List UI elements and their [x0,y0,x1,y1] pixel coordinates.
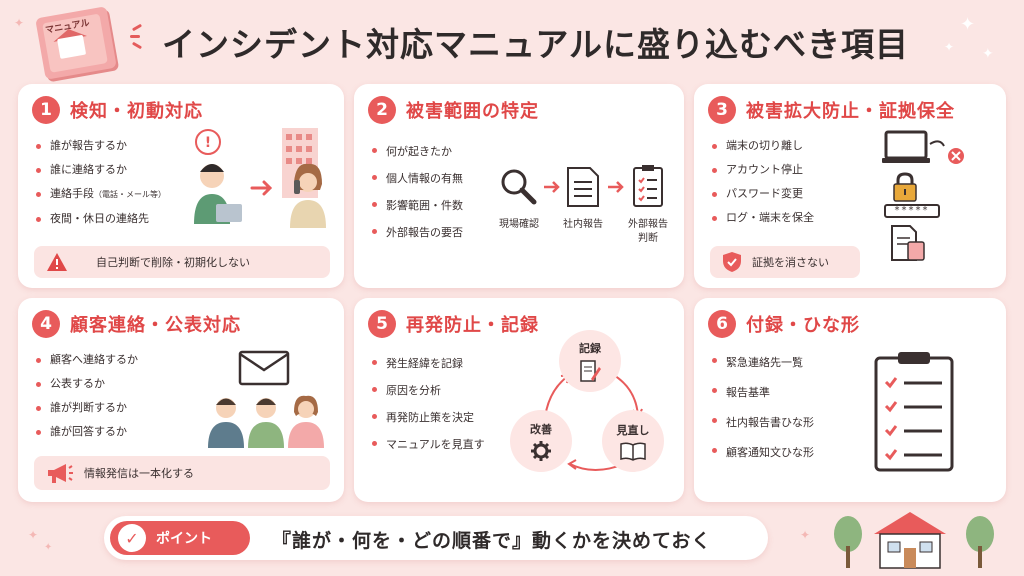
list-item: 社内報告書ひな形 [710,408,814,438]
list-item: 夜間・休日の連絡先 [34,207,166,231]
sparkle-icon: ✦ [982,46,994,62]
section-title: 検知・初動対応 [70,101,203,122]
warning-note: 自己判断で削除・初期化しない [34,246,330,278]
card-damage-scope: 2 被害範囲の特定 何が起きたか 個人情報の有無 影響範囲・件数 外部報告の要否… [354,84,684,288]
note-text: 自己判断で削除・初期化しない [96,256,250,269]
check-icon: ✓ [118,524,146,552]
list-item: 発生経緯を記録 [370,350,485,377]
section-title: 付録・ひな形 [746,315,860,336]
list-item: 報告基準 [710,378,814,408]
list-item: ログ・端末を保全 [710,206,814,230]
sparkle-icon: ✦ [28,528,39,542]
gear-icon [531,440,551,461]
sparkle-icon: ✦ [944,40,955,54]
list-item: 緊急連絡先一覧 [710,348,814,378]
cycle-node-review: 見直し [602,410,664,472]
open-book-icon [620,441,646,461]
section-number: 6 [708,310,736,338]
header: マニュアル インシデント対応マニュアルに盛り込むべき項目 ✦ ✦ ✦ ✦ [0,0,1024,82]
list-item: 個人情報の有無 [370,165,463,192]
section-title: 顧客連絡・公表対応 [70,315,241,336]
house-trees-illustration [834,512,994,569]
arrow-right-icon [544,181,560,193]
section-title: 被害拡大防止・証拠保全 [746,101,955,122]
list-item: 誰が判断するか [34,396,138,420]
list-item: 再発防止策を決定 [370,404,485,431]
page-title: インシデント対応マニュアルに盛り込むべき項目 [162,25,910,64]
manual-book-icon: マニュアル [35,6,117,80]
list-item: 顧客通知文ひな形 [710,438,814,468]
cycle-node-record: 記録 [559,330,621,392]
list-item: 影響範囲・件数 [370,192,463,219]
list-item: パスワード変更 [710,182,814,206]
note-text: 情報発信は一本化する [84,467,194,480]
section-number: 2 [368,96,396,124]
list-item: 誰が回答するか [34,420,138,444]
flow-label: 社内報告 [563,219,603,230]
list-item: 誰に連絡するか [34,158,166,182]
list-item: マニュアルを見直す [370,431,485,458]
warning-icon [47,253,67,271]
envelope-icon [238,350,290,386]
list-item: 公表するか [34,372,138,396]
sparkle-icon: ✦ [14,16,25,30]
pencil-document-icon [580,359,601,382]
flow-label: 外部報告判断 [628,219,668,244]
section-number: 4 [32,310,60,338]
list-item: 顧客へ連絡するか [34,348,138,372]
magnifier-icon [501,169,537,205]
card-prevention: 5 再発防止・記録 発生経緯を記録 原因を分析 再発防止策を決定 マニュアルを見… [354,298,684,502]
section-number: 5 [368,310,396,338]
section-title: 再発防止・記録 [406,315,539,336]
list-item: アカウント停止 [710,158,814,182]
sparkle-icon: ✦ [960,14,976,35]
flow-label: 現場確認 [499,219,539,230]
card-containment: 3 被害拡大防止・証拠保全 端末の切り離し アカウント停止 パスワード変更 ログ… [694,84,1006,288]
section-title: 被害範囲の特定 [406,101,539,122]
sparkle-icon [128,22,148,52]
cycle-node-improve: 改善 [510,410,572,472]
reporting-person-illustration: ! [194,128,326,228]
evidence-note: 証拠を消さない [710,246,860,278]
card-detection: 1 検知・初動対応 誰が報告するか 誰に連絡するか 連絡手段（電話・メール等） … [18,84,344,288]
list-item: 端末の切り離し [710,134,814,158]
info-note: 情報発信は一本化する [34,456,330,490]
point-text: 『誰が・何を・どの順番で』動くかを決めておく [272,530,712,552]
log-document-icon [891,225,925,261]
list-item: 原因を分析 [370,377,485,404]
card-appendix: 6 付録・ひな形 緊急連絡先一覧 報告基準 社内報告書ひな形 顧客通知文ひな形 [694,298,1006,502]
checklist-icon [633,165,663,207]
team-people-icon [208,395,324,448]
svg-text:!: ! [205,135,211,151]
list-item: 誰が報告するか [34,134,166,158]
arrow-right-icon [608,181,624,193]
card-customer-contact: 4 顧客連絡・公表対応 顧客へ連絡するか 公表するか 誰が判断するか 誰が回答す… [18,298,344,502]
password-field-icon: ***** [884,204,940,218]
sparkle-icon: ✦ [44,542,53,553]
section-number: 3 [708,96,736,124]
point-badge: ✓ ポイント [110,521,250,555]
laptop-disconnect-icon [882,130,964,164]
sparkle-icon: ✦ [800,528,811,542]
clipboard-checklist-icon [874,352,954,472]
list-item: 連絡手段（電話・メール等） [34,182,166,207]
document-icon [567,167,599,207]
note-text: 証拠を消さない [752,256,829,269]
padlock-icon [893,172,917,202]
list-item: 何が起きたか [370,138,463,165]
point-badge-label: ポイント [156,531,212,547]
list-item: 外部報告の要否 [370,219,463,246]
point-banner: ✓ ポイント 『誰が・何を・どの順番で』動くかを決めておく [104,516,768,560]
section-number: 1 [32,96,60,124]
megaphone-icon [48,464,73,483]
shield-check-icon [723,252,741,272]
